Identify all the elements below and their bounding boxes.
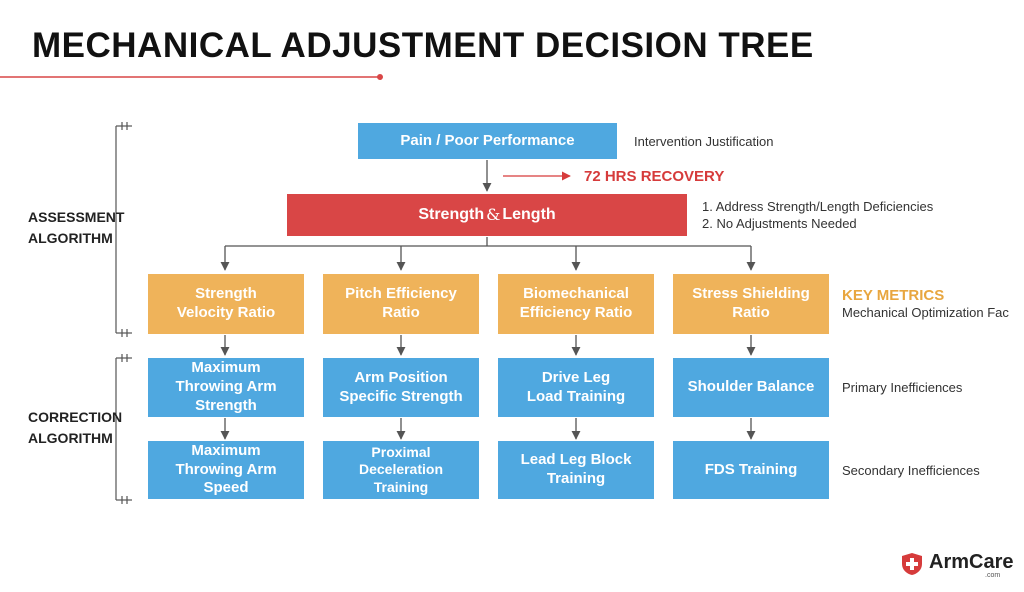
correction-algorithm-label: CORRECTION ALGORITHM xyxy=(28,409,123,446)
intervention-justification-note: Intervention Justification xyxy=(634,134,774,149)
secondary-inefficiencies-note: Secondary Inefficiences xyxy=(842,463,980,478)
page-title: MECHANICAL ADJUSTMENT DECISION TREE xyxy=(32,26,814,65)
assessment-algorithm-label: ASSESSMENT ALGORITHM xyxy=(28,209,125,246)
key-metrics-subtitle: Mechanical Optimization Fac xyxy=(842,305,1009,320)
armcare-logo-domain: .com xyxy=(985,572,1001,579)
armcare-shield-icon xyxy=(902,553,922,575)
secondary-fds-training: FDS Training xyxy=(673,441,829,499)
pain-poor-performance-box: Pain / Poor Performance xyxy=(358,123,617,159)
armcare-logo-text: ArmCare xyxy=(929,551,1014,573)
correction-bracket xyxy=(115,354,132,504)
strength-length-box: Strength & Length xyxy=(287,194,687,236)
assessment-bracket xyxy=(115,122,132,337)
primary-shoulder-balance: Shoulder Balance xyxy=(673,358,829,417)
title-underline xyxy=(0,74,383,80)
strength-length-notes: 1. Address Strength/Length Deficiencies … xyxy=(702,199,934,231)
recovery-label: 72 HRS RECOVERY xyxy=(584,168,725,185)
key-metrics-title: KEY METRICS xyxy=(842,287,945,304)
primary-inefficiencies-note: Primary Inefficiences xyxy=(842,380,963,395)
